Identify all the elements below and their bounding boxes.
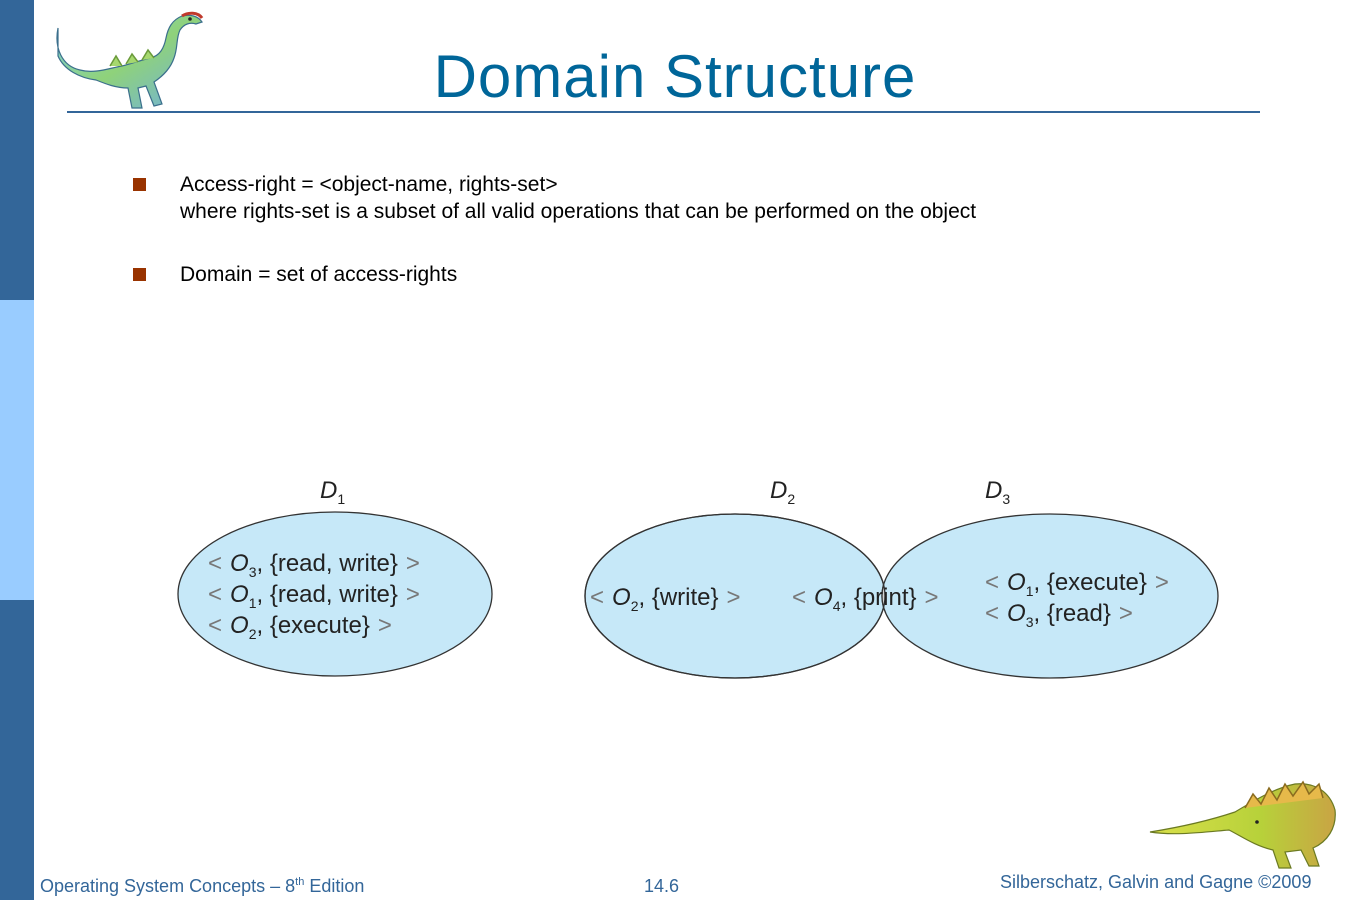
domain-d1-ellipse xyxy=(177,511,493,677)
d1-rights-list: <O3, {read, write}> <O1, {read, write}> … xyxy=(208,550,420,642)
footer-edition-sup: th xyxy=(295,876,305,888)
access-right-entry: <O3, {read, write}> xyxy=(208,550,420,580)
d3-rights-list: <O1, {execute}> <O3, {read}> xyxy=(985,569,1169,630)
footer-copyright: Silberschatz, Galvin and Gagne ©2009 xyxy=(1000,872,1312,892)
bullet-line: where rights-set is a subset of all vali… xyxy=(180,200,977,223)
domain-label-d2: D2 xyxy=(770,477,795,507)
bullet-square-icon xyxy=(133,178,146,191)
access-right-entry: <O4, {print}> xyxy=(792,584,939,614)
sidebar-stripe xyxy=(0,0,34,900)
sidebar-top-band xyxy=(0,0,34,300)
domain-label-d3: D3 xyxy=(985,477,1010,507)
slide-title: Domain Structure xyxy=(433,43,917,110)
domain-label-d1: D1 xyxy=(320,477,345,507)
access-right-entry: <O1, {execute}> xyxy=(985,569,1169,599)
bullet-domain: Domain = set of access-rights xyxy=(180,261,457,288)
access-right-entry: <O1, {read, write}> xyxy=(208,581,420,611)
dinosaur-logo-icon xyxy=(56,11,204,109)
bullet-access-right: Access-right = <object-name, rights-set>… xyxy=(180,171,976,225)
sidebar-bottom-band xyxy=(0,600,34,900)
bullet-line: Access-right = <object-name, rights-set> xyxy=(180,173,558,196)
access-right-entry: <O3, {read}> xyxy=(985,600,1133,630)
title-underline xyxy=(67,111,1260,113)
footer-edition-text: Edition xyxy=(304,876,365,896)
domain-overlap-region xyxy=(881,514,885,678)
bullet-square-icon xyxy=(133,268,146,281)
footer-book-title: Operating System Concepts – 8th Edition xyxy=(40,876,364,897)
domain-venn-diagram: D1 D2 D3 <O3, {read, write}> <O1, {read,… xyxy=(177,477,1219,685)
footer-book-title-text: Operating System Concepts – 8 xyxy=(40,876,296,896)
bullet-line: Domain = set of access-rights xyxy=(180,263,458,286)
dinosaur-footer-icon xyxy=(1149,780,1336,869)
access-right-entry: <O2, {execute}> xyxy=(208,612,392,642)
slide-number: 14.6 xyxy=(644,876,680,896)
sidebar-middle-band xyxy=(0,300,34,600)
access-right-entry: <O2, {write}> xyxy=(590,584,741,614)
